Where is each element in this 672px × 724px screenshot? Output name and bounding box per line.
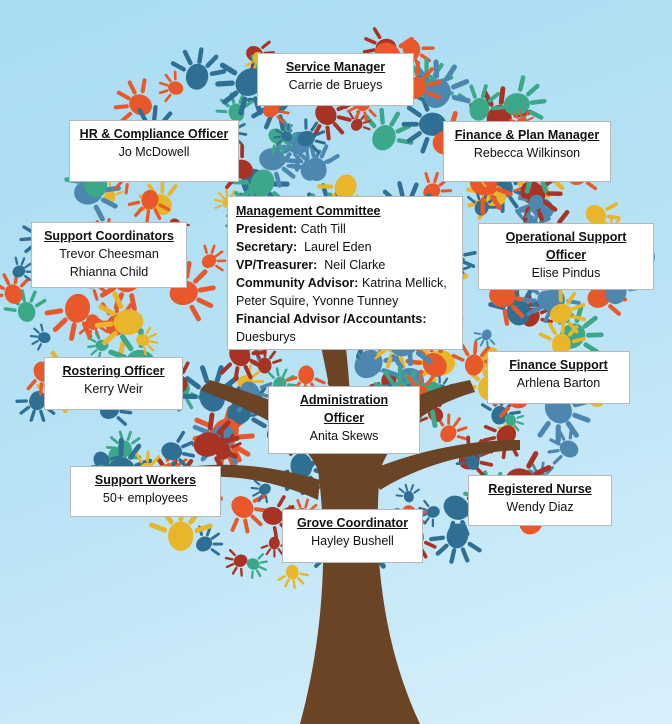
committee-member: Secretary: Laurel Eden: [236, 238, 454, 256]
hand-print-icon: [312, 103, 352, 141]
committee-member: Financial Advisor /Accountants: Duesbury…: [236, 310, 454, 346]
role-title: Operational Support Officer: [505, 230, 627, 262]
hand-print-icon: [12, 256, 35, 282]
role-title: Finance & Plan Manager: [454, 128, 600, 142]
hand-print-icon: [429, 523, 482, 564]
role-holder-name: Arhlena Barton: [516, 376, 601, 390]
member-role: Community Advisor:: [236, 276, 359, 290]
hand-print-icon: [230, 493, 270, 534]
hand-print-icon: [170, 47, 227, 90]
role-holder-name: Jo McDowell: [118, 145, 190, 159]
member-role: Financial Advisor /Accountants:: [236, 312, 427, 326]
role-title: Administration Officer: [299, 393, 389, 425]
role-holder-name: Elise Pindus: [531, 266, 601, 280]
hand-print-icon: [127, 189, 171, 223]
role-title: Grove Coordinator: [296, 516, 409, 530]
hand-print-icon: [29, 323, 51, 351]
role-holder-name: Anita Skews: [309, 429, 379, 443]
committee-member: President: Cath Till: [236, 220, 454, 238]
role-holder-name: Carrie de Brueys: [288, 78, 383, 92]
hand-print-icon: [395, 483, 420, 503]
hand-print-icon: [357, 350, 382, 373]
hand-print-icon: [517, 194, 548, 221]
role-holder-name: Kerry Weir: [84, 382, 143, 396]
support-workers-box: Support Workers 50+ employees: [70, 466, 221, 517]
member-name: Cath Till: [297, 222, 346, 236]
role-holder-name: Trevor Cheesman: [59, 247, 159, 261]
role-holder-name: Rhianna Child: [69, 265, 149, 279]
hand-print-icon: [401, 95, 447, 154]
member-role: Secretary:: [236, 240, 298, 254]
hand-print-icon: [297, 118, 326, 155]
hand-print-icon: [0, 271, 31, 305]
member-role: VP/Treasurer:: [236, 258, 318, 272]
hand-print-icon: [246, 553, 268, 579]
hand-print-icon: [201, 244, 227, 272]
hand-print-icon: [3, 289, 47, 322]
hand-print-icon: [457, 84, 506, 121]
hand-print-icon: [277, 564, 309, 589]
branch-right: [370, 440, 520, 490]
member-name: Duesburys: [236, 330, 296, 344]
role-title: Support Workers: [94, 473, 197, 487]
role-holder-name: 50+ employees: [102, 491, 189, 505]
hand-print-icon: [547, 427, 579, 465]
role-holder-name: Hayley Bushell: [311, 534, 394, 548]
hand-print-icon: [224, 549, 248, 577]
hr-compliance-officer-box: HR & Compliance Officer Jo McDowell: [69, 120, 239, 182]
role-title: Service Manager: [285, 60, 386, 74]
member-role: President:: [236, 222, 298, 236]
hand-print-icon: [348, 110, 371, 131]
role-holder-name: Rebecca Wilkinson: [473, 146, 581, 160]
member-name: Katrina Mellick, Peter Squire, Yvonne Tu…: [236, 276, 447, 308]
committee-title: Management Committee: [236, 204, 381, 218]
member-name: Laurel Eden: [297, 240, 372, 254]
hand-print-icon: [250, 479, 271, 504]
role-title: Support Coordinators: [44, 229, 174, 243]
hand-print-icon: [136, 326, 159, 356]
committee-member: VP/Treasurer: Neil Clarke: [236, 256, 454, 274]
hand-print-icon: [94, 291, 144, 356]
hand-print-icon: [247, 347, 282, 374]
hand-print-icon: [203, 430, 242, 460]
hand-print-icon: [273, 123, 293, 146]
hand-print-icon: [44, 293, 107, 341]
role-title: Registered Nurse: [488, 482, 592, 496]
member-name: Neil Clarke: [317, 258, 386, 272]
management-committee-box: Management Committee President: Cath Til…: [227, 196, 463, 350]
role-title: Finance Support: [509, 358, 608, 372]
committee-member: Community Advisor: Katrina Mellick, Pete…: [236, 274, 454, 310]
hand-print-icon: [158, 70, 184, 103]
role-title: Rostering Officer: [62, 364, 165, 378]
hand-print-icon: [538, 319, 586, 356]
hand-print-icon: [473, 329, 496, 348]
role-holder-name: Wendy Diaz: [506, 500, 574, 514]
role-title: HR & Compliance Officer: [79, 127, 229, 141]
hand-print-icon: [549, 287, 587, 334]
